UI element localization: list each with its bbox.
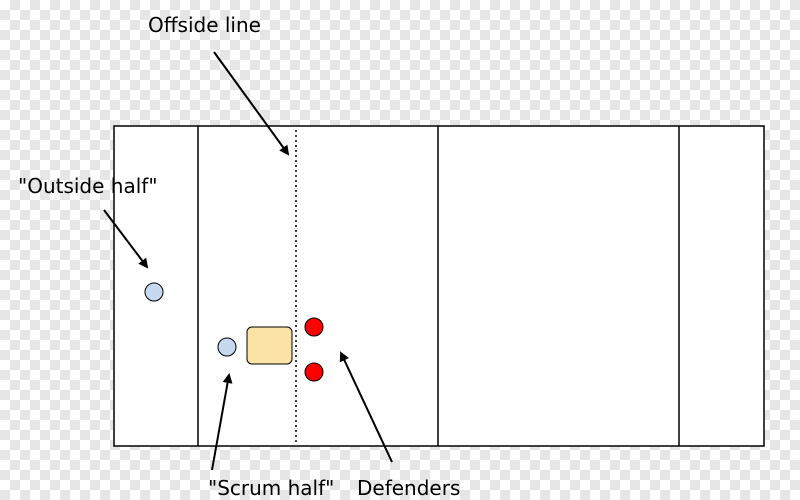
- arrow-scrum-half: [211, 373, 233, 471]
- defenders-label: Defenders: [357, 476, 461, 500]
- outside-half-player: [144, 282, 164, 302]
- pitch-outline: [113, 125, 765, 447]
- defender-player-2: [304, 362, 324, 382]
- scrum-half-label: "Scrum half": [208, 476, 335, 500]
- arrow-offside-line: [213, 51, 290, 156]
- offside-line-label: Offside line: [148, 13, 261, 37]
- rugby-pitch-diagram: [103, 51, 765, 471]
- pitch: [113, 125, 765, 447]
- scrum-half-player: [217, 337, 237, 357]
- outside-half-label: "Outside half": [18, 174, 158, 198]
- defender-player-1: [304, 317, 324, 337]
- arrow-defenders: [339, 351, 393, 463]
- arrow-outside-half: [103, 209, 149, 269]
- scrum: [246, 326, 293, 365]
